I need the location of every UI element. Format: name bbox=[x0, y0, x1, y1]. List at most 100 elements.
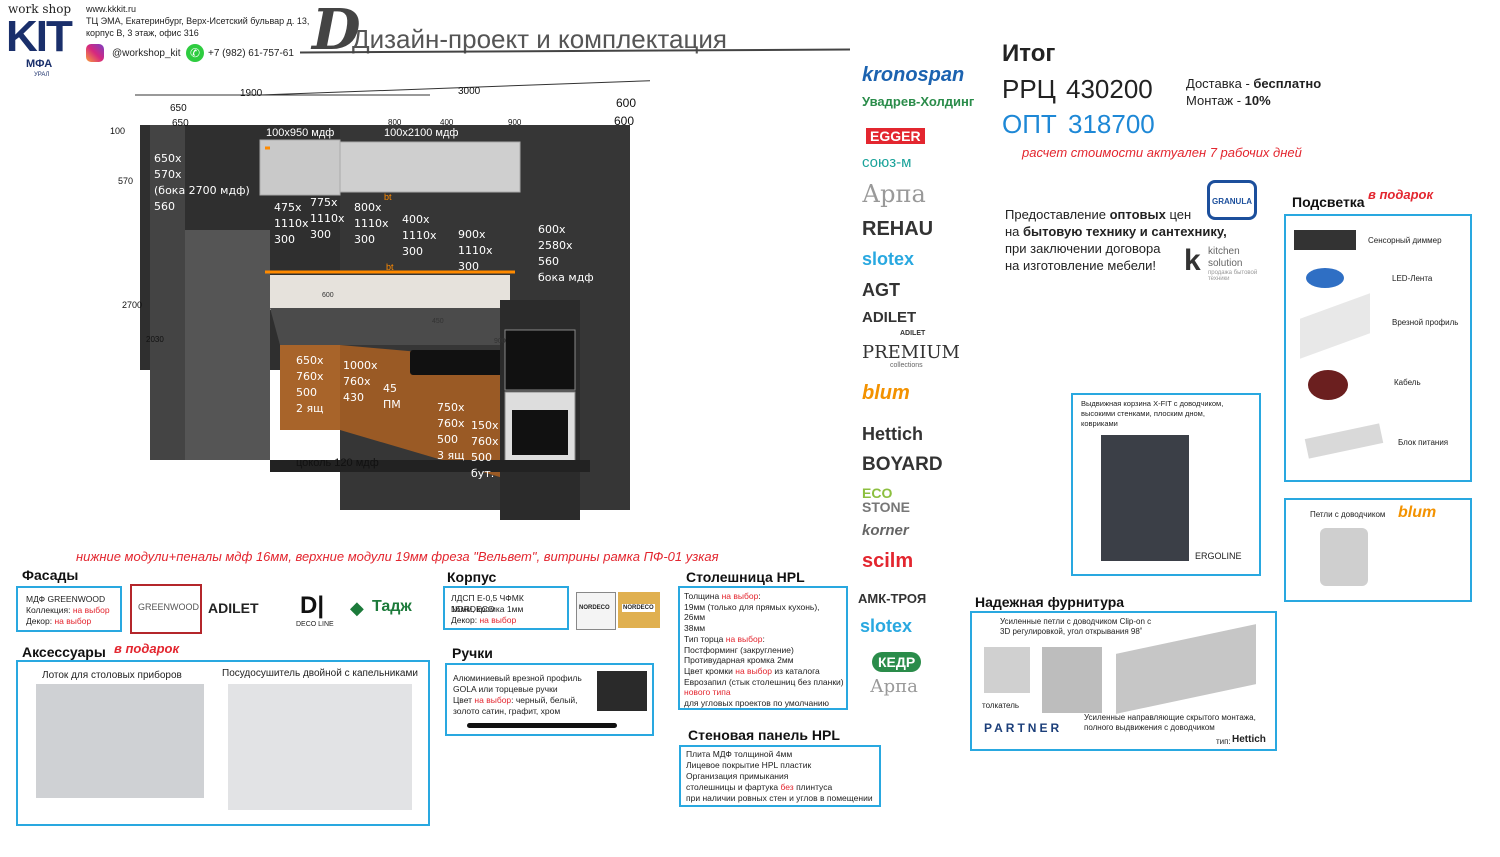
logo-kit: KIT bbox=[6, 12, 73, 61]
tadzh-icon: ◆ bbox=[350, 598, 364, 618]
hd-l1: Алюминиевый врезной профиль bbox=[453, 673, 582, 683]
wp-l4c: плинтуса bbox=[793, 782, 833, 792]
fac-l3: Декор: на выбор bbox=[26, 616, 91, 627]
brand-arpa: Арпа bbox=[862, 180, 926, 208]
dims-col5: 400x 1110x 300 bbox=[402, 213, 437, 258]
hd-l3b: на выбор bbox=[474, 695, 512, 705]
kor-l3b: на выбор bbox=[479, 615, 517, 625]
kor-l3a: Декор: bbox=[451, 615, 480, 625]
wholesale-text: Предоставление оптовых цен на бытовую те… bbox=[1005, 206, 1227, 274]
dim-570: 570 bbox=[118, 176, 134, 186]
ks-3: продажа бытовой техники bbox=[1208, 270, 1258, 282]
dim-2700: 2700 bbox=[122, 300, 143, 310]
hd-l3a: Цвет bbox=[453, 695, 475, 705]
kor-l3: Декор: на выбор bbox=[451, 615, 516, 626]
phone[interactable]: +7 (982) 61-757-61 bbox=[208, 48, 294, 59]
dim-100: 100 bbox=[110, 126, 126, 136]
brand-slotex-2: slotex bbox=[860, 616, 913, 636]
brand-kedr: КЕДР bbox=[872, 652, 922, 672]
decoline-text: DECO LINE bbox=[296, 621, 334, 628]
hw-s2: полного выдвижения с доводчиком bbox=[1084, 723, 1215, 732]
hw-l2: 3D регулировкой, угол открывания 98˚ bbox=[1000, 627, 1143, 636]
fac-l3b: на выбор bbox=[54, 616, 92, 626]
brand-scilm: scilm bbox=[862, 550, 914, 572]
countertop-line-part: для угловых проектов по умолчанию bbox=[684, 698, 830, 709]
basket-text-2: высокими стенками, плоским дном, bbox=[1081, 409, 1205, 418]
hinge3d-image bbox=[1042, 647, 1102, 713]
logo: work shop KIT МФА УРАЛ bbox=[4, 2, 80, 78]
brand-soyuz: союз-м bbox=[862, 154, 912, 171]
upper-label-1: 100x950 мдф bbox=[266, 127, 335, 139]
ws-l1c: цен bbox=[1165, 207, 1192, 222]
wp-l4b: без bbox=[780, 782, 794, 792]
facades-title: Фасады bbox=[22, 567, 79, 583]
bar-handle-image bbox=[467, 723, 617, 728]
nordeco-text-2: NORDECO bbox=[622, 604, 655, 612]
validity-note: расчет стоимости актуален 7 рабочих дней bbox=[1022, 145, 1302, 160]
brand-adilet: ADILET bbox=[862, 309, 917, 326]
korpus-title: Корпус bbox=[447, 569, 497, 585]
countertop-line-part: на выбор bbox=[735, 665, 772, 676]
lighting-box: Сенсорный диммер LED-Лента Врезной профи… bbox=[1284, 214, 1472, 482]
ws-l1a: Предоставление bbox=[1005, 207, 1110, 222]
ws-l2a: на bbox=[1005, 224, 1024, 239]
decoline-mark: D| bbox=[300, 592, 325, 619]
address-line2: корпус В, 3 этаж, офис 316 bbox=[86, 28, 199, 38]
accessories-gift: в подарок bbox=[114, 641, 180, 656]
hinges-box: Петли с доводчиком blum bbox=[1284, 498, 1472, 602]
brand-boyard: BOYARD bbox=[862, 454, 943, 475]
instagram-handle[interactable]: @workshop_kit bbox=[112, 48, 181, 59]
brand-kronospan: kronospan bbox=[862, 64, 965, 86]
brand-uvadrev: Увадрев-Холдинг bbox=[862, 94, 975, 109]
greenwood-text: GREENWOOD bbox=[138, 602, 200, 612]
brand-eco: ECO bbox=[862, 485, 893, 501]
ws-l3: при заключении договора bbox=[1005, 241, 1161, 256]
brand-korner: korner bbox=[862, 522, 909, 539]
plinth-label: цоколь 120 мдф bbox=[296, 457, 379, 469]
slides-image bbox=[1116, 624, 1256, 714]
pusher-image bbox=[984, 647, 1030, 693]
hd-l3c: : черный, белый, bbox=[511, 695, 578, 705]
countertop-line: Тип торца на выбор: bbox=[684, 634, 852, 645]
countertop-line: Цвет кромки на выбор из каталога bbox=[684, 666, 852, 677]
delivery-label: Доставка - bbox=[1186, 76, 1254, 91]
instagram-icon bbox=[86, 44, 104, 62]
totals-heading: Итог bbox=[1002, 40, 1056, 67]
dim-900-c: 900 bbox=[494, 338, 506, 345]
countertop-line-part: Цвет кромки bbox=[684, 665, 736, 676]
countertop-line: Еврозапил (стык столешниц без планки) bbox=[684, 677, 852, 688]
countertop-line: нового типа bbox=[684, 687, 852, 698]
brand-collections: collections bbox=[890, 362, 923, 369]
wp-l3: Организация примыкания bbox=[686, 771, 789, 781]
led-image bbox=[1306, 268, 1344, 288]
cutlery-tray-image bbox=[36, 684, 204, 798]
hw-l1: Усиленные петли с доводчиком Clip-on с bbox=[1000, 617, 1152, 626]
logo-top: work shop bbox=[8, 2, 72, 16]
dims-col1: 650x 570x (бока 2700 мдф) 560 bbox=[154, 152, 250, 213]
hw-type: тип: bbox=[1216, 737, 1231, 746]
hd-l2: GOLA или торцевые ручки bbox=[453, 684, 558, 694]
basket-text-3: ковриками bbox=[1081, 419, 1118, 428]
dims-col4: 800x 1110x 300 bbox=[354, 201, 389, 246]
lighting-item-0: Сенсорный диммер bbox=[1368, 236, 1442, 245]
fac-l1: МДФ GREENWOOD bbox=[26, 594, 106, 604]
pusher-label: толкатель bbox=[982, 701, 1020, 710]
lighting-item-1: LED-Лента bbox=[1392, 274, 1433, 283]
title-initial: D bbox=[312, 0, 361, 63]
fac-l2: Коллекция: на выбор bbox=[26, 605, 110, 616]
wp-l2: Лицевое покрытие HPL пластик bbox=[686, 760, 812, 770]
dim-650b: 650 bbox=[172, 118, 189, 129]
countertop-title: Столешница HPL bbox=[686, 569, 805, 585]
countertop-line-part: Еврозапил (стык столешниц без планки) bbox=[684, 676, 844, 687]
granula-logo: GRANULA bbox=[1207, 180, 1257, 220]
partner-logo: PARTNER bbox=[984, 721, 1063, 735]
dim-600-c: 600 bbox=[322, 292, 334, 299]
countertop-box: Толщина на выбор:19мм (только для прямых… bbox=[678, 586, 848, 710]
countertop-line-part: Противударная кромка 2мм bbox=[684, 655, 794, 666]
basket-text-1: Выдвижная корзина X-FIT с доводчиком, bbox=[1081, 399, 1224, 408]
site-link[interactable]: www.kkkit.ru bbox=[86, 4, 137, 14]
countertop-line-part: на выбор bbox=[721, 591, 759, 601]
dims-col7: 600x 2580x 560 бока мдф bbox=[538, 223, 594, 284]
dim-900: 900 bbox=[508, 118, 522, 127]
opt-label: ОПТ bbox=[1002, 109, 1057, 139]
